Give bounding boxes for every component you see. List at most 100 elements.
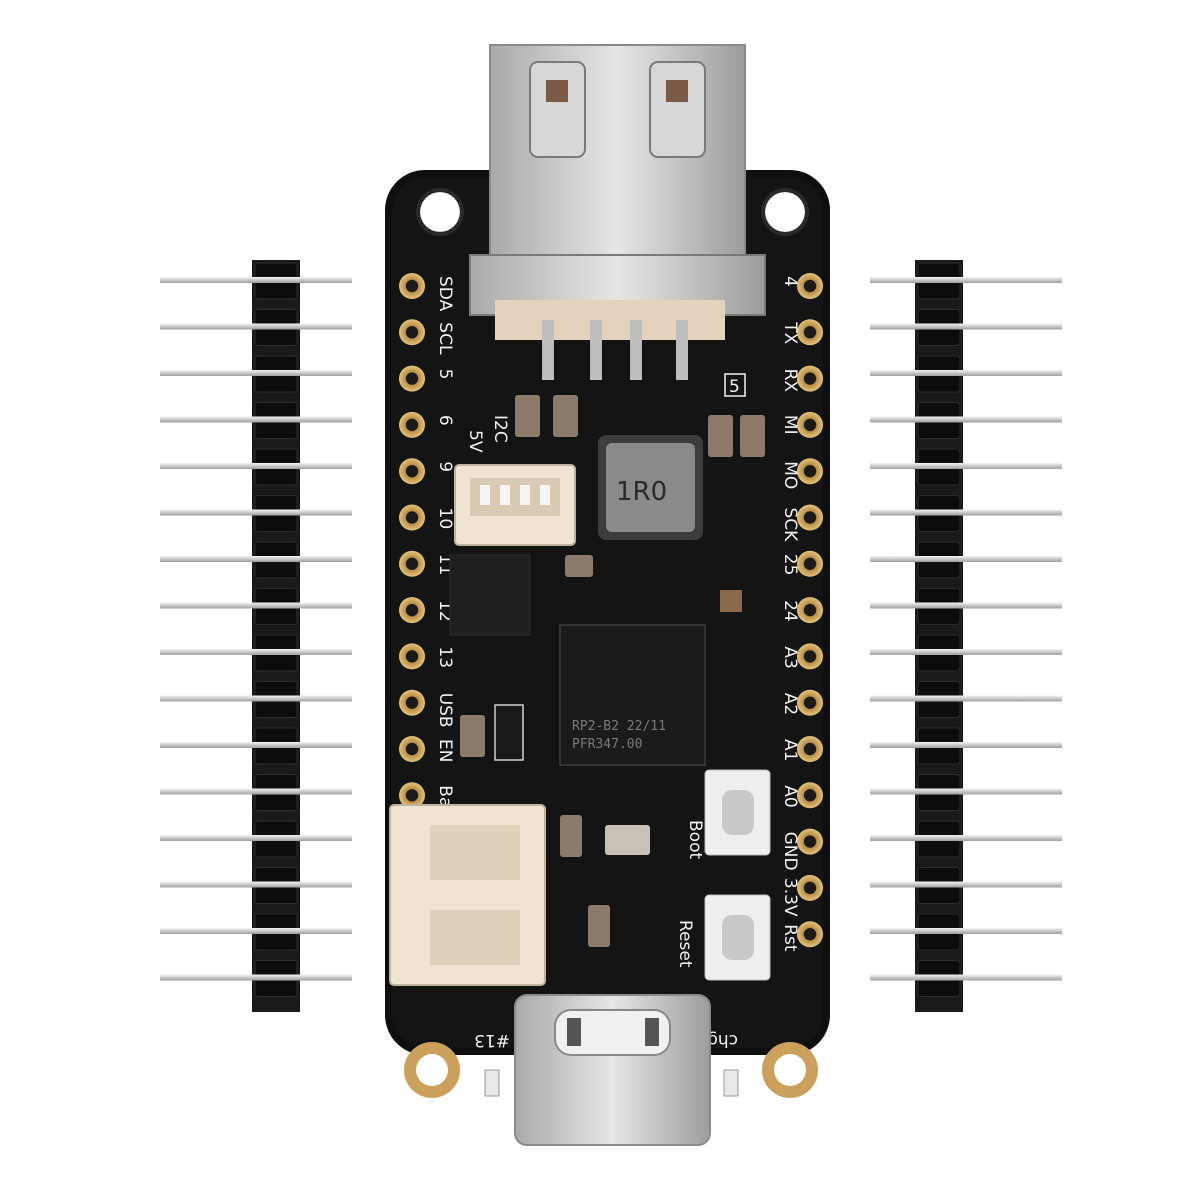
chip-marking-line1: RP2-B2 22/11: [572, 719, 666, 734]
header-pin: [870, 742, 1062, 748]
mounting-hole-top-right: [761, 188, 809, 236]
pin-pad: [399, 273, 425, 299]
pin-pad: [797, 273, 823, 299]
pin-pad: [797, 921, 823, 948]
header-pin: [870, 509, 1062, 516]
header-pin: [870, 835, 1062, 841]
pin-label: RX: [780, 369, 800, 393]
usb-5v-label: 5V: [465, 430, 485, 453]
header-pin: [160, 463, 352, 469]
header-pin: [870, 974, 1062, 981]
pin-pad: [797, 643, 823, 670]
header-pin: [160, 509, 352, 516]
boot-label: Boot: [685, 820, 705, 859]
pin-label: MI: [780, 415, 800, 435]
header-pin: [870, 928, 1062, 934]
pin-label: 9: [435, 461, 455, 472]
usb-a-connector: [469, 44, 766, 380]
pin-label: A3: [780, 646, 800, 668]
reset-label: Reset: [675, 920, 695, 968]
pin-pad: [797, 319, 823, 346]
pin-label: GND: [780, 832, 800, 871]
pin-label: SCK: [780, 508, 800, 543]
pin-label: 13: [435, 646, 455, 668]
header-pin: [160, 742, 352, 748]
usb-c-connector: [514, 994, 711, 1146]
boot-button[interactable]: [704, 769, 771, 856]
header-pin: [160, 649, 352, 655]
header-pin: [870, 463, 1062, 469]
pin-pad: [797, 504, 823, 531]
header-pin: [160, 788, 352, 795]
header-pin: [870, 323, 1062, 330]
pin-pad: [797, 550, 823, 577]
pin-pad: [399, 319, 425, 346]
header-pin: [160, 974, 352, 981]
pin-label: A0: [780, 785, 800, 807]
pin-label: 3.3V: [780, 878, 800, 917]
inductor: 1R0: [598, 435, 703, 540]
led-13: [484, 1069, 500, 1097]
pin-pad: [399, 597, 425, 624]
pin-5-label-box: [724, 373, 746, 397]
pin-label: SCL: [435, 322, 455, 355]
chg-label: chg: [707, 1030, 738, 1050]
pin-label: 5: [435, 369, 455, 380]
header-pin: [870, 602, 1062, 609]
header-pin: [160, 881, 352, 888]
header-pin: [870, 695, 1062, 702]
pin-pad: [797, 736, 823, 762]
pin-pad: [399, 504, 425, 531]
pin-label: TX: [780, 321, 800, 344]
flash-chip: [449, 554, 531, 636]
pin-pad: [399, 365, 425, 392]
pin-pad: [399, 550, 425, 577]
right-pin-pads: [797, 273, 823, 948]
left-pin-pads: [399, 273, 425, 809]
header-pin: [160, 556, 352, 562]
battery-connector: [389, 804, 546, 986]
header-pin: [160, 277, 352, 283]
header-pin: [160, 835, 352, 841]
header-pin: [870, 416, 1062, 423]
pin-5-label: 5: [729, 377, 740, 397]
pin-label: A1: [780, 739, 800, 761]
pin-label: Rst: [780, 924, 800, 952]
left-pin-header: [160, 260, 352, 1012]
header-pin: [160, 928, 352, 934]
header-pin: [870, 556, 1062, 562]
mounting-hole-bottom-right: [762, 1042, 818, 1098]
right-pin-header: [870, 260, 1062, 1012]
header-pin: [160, 695, 352, 702]
header-pin: [870, 649, 1062, 655]
pin-pad: [399, 782, 425, 809]
i2c-connector: [454, 464, 576, 546]
chip-marking-line2: PFR347.00: [572, 737, 642, 752]
inductor-marking: 1R0: [616, 477, 667, 507]
header-pin: [870, 277, 1062, 283]
pin-pad: [797, 874, 823, 901]
pin-pad: [797, 458, 823, 485]
header-pin: [870, 788, 1062, 795]
pin-label: A2: [780, 693, 800, 715]
pin-pad: [399, 689, 425, 716]
mounting-hole-bottom-left: [404, 1042, 460, 1098]
pin-label: 4: [780, 276, 800, 287]
led-chg: [723, 1069, 739, 1097]
pin-label: 6: [435, 415, 455, 426]
header-pin: [160, 602, 352, 609]
pin-pad: [399, 411, 425, 438]
rp2040-chip: RP2-B2 22/11 PFR347.00: [559, 624, 706, 766]
header-pin: [870, 881, 1062, 888]
i2c-label: I2C: [490, 415, 510, 443]
header-pin: [160, 416, 352, 423]
pin-pad: [797, 411, 823, 438]
pin-pad: [797, 597, 823, 624]
reset-button[interactable]: [704, 894, 771, 981]
pin-pad: [797, 782, 823, 809]
pin-pad: [797, 828, 823, 855]
pin-label: 10: [435, 508, 455, 530]
pin-pad: [797, 365, 823, 392]
